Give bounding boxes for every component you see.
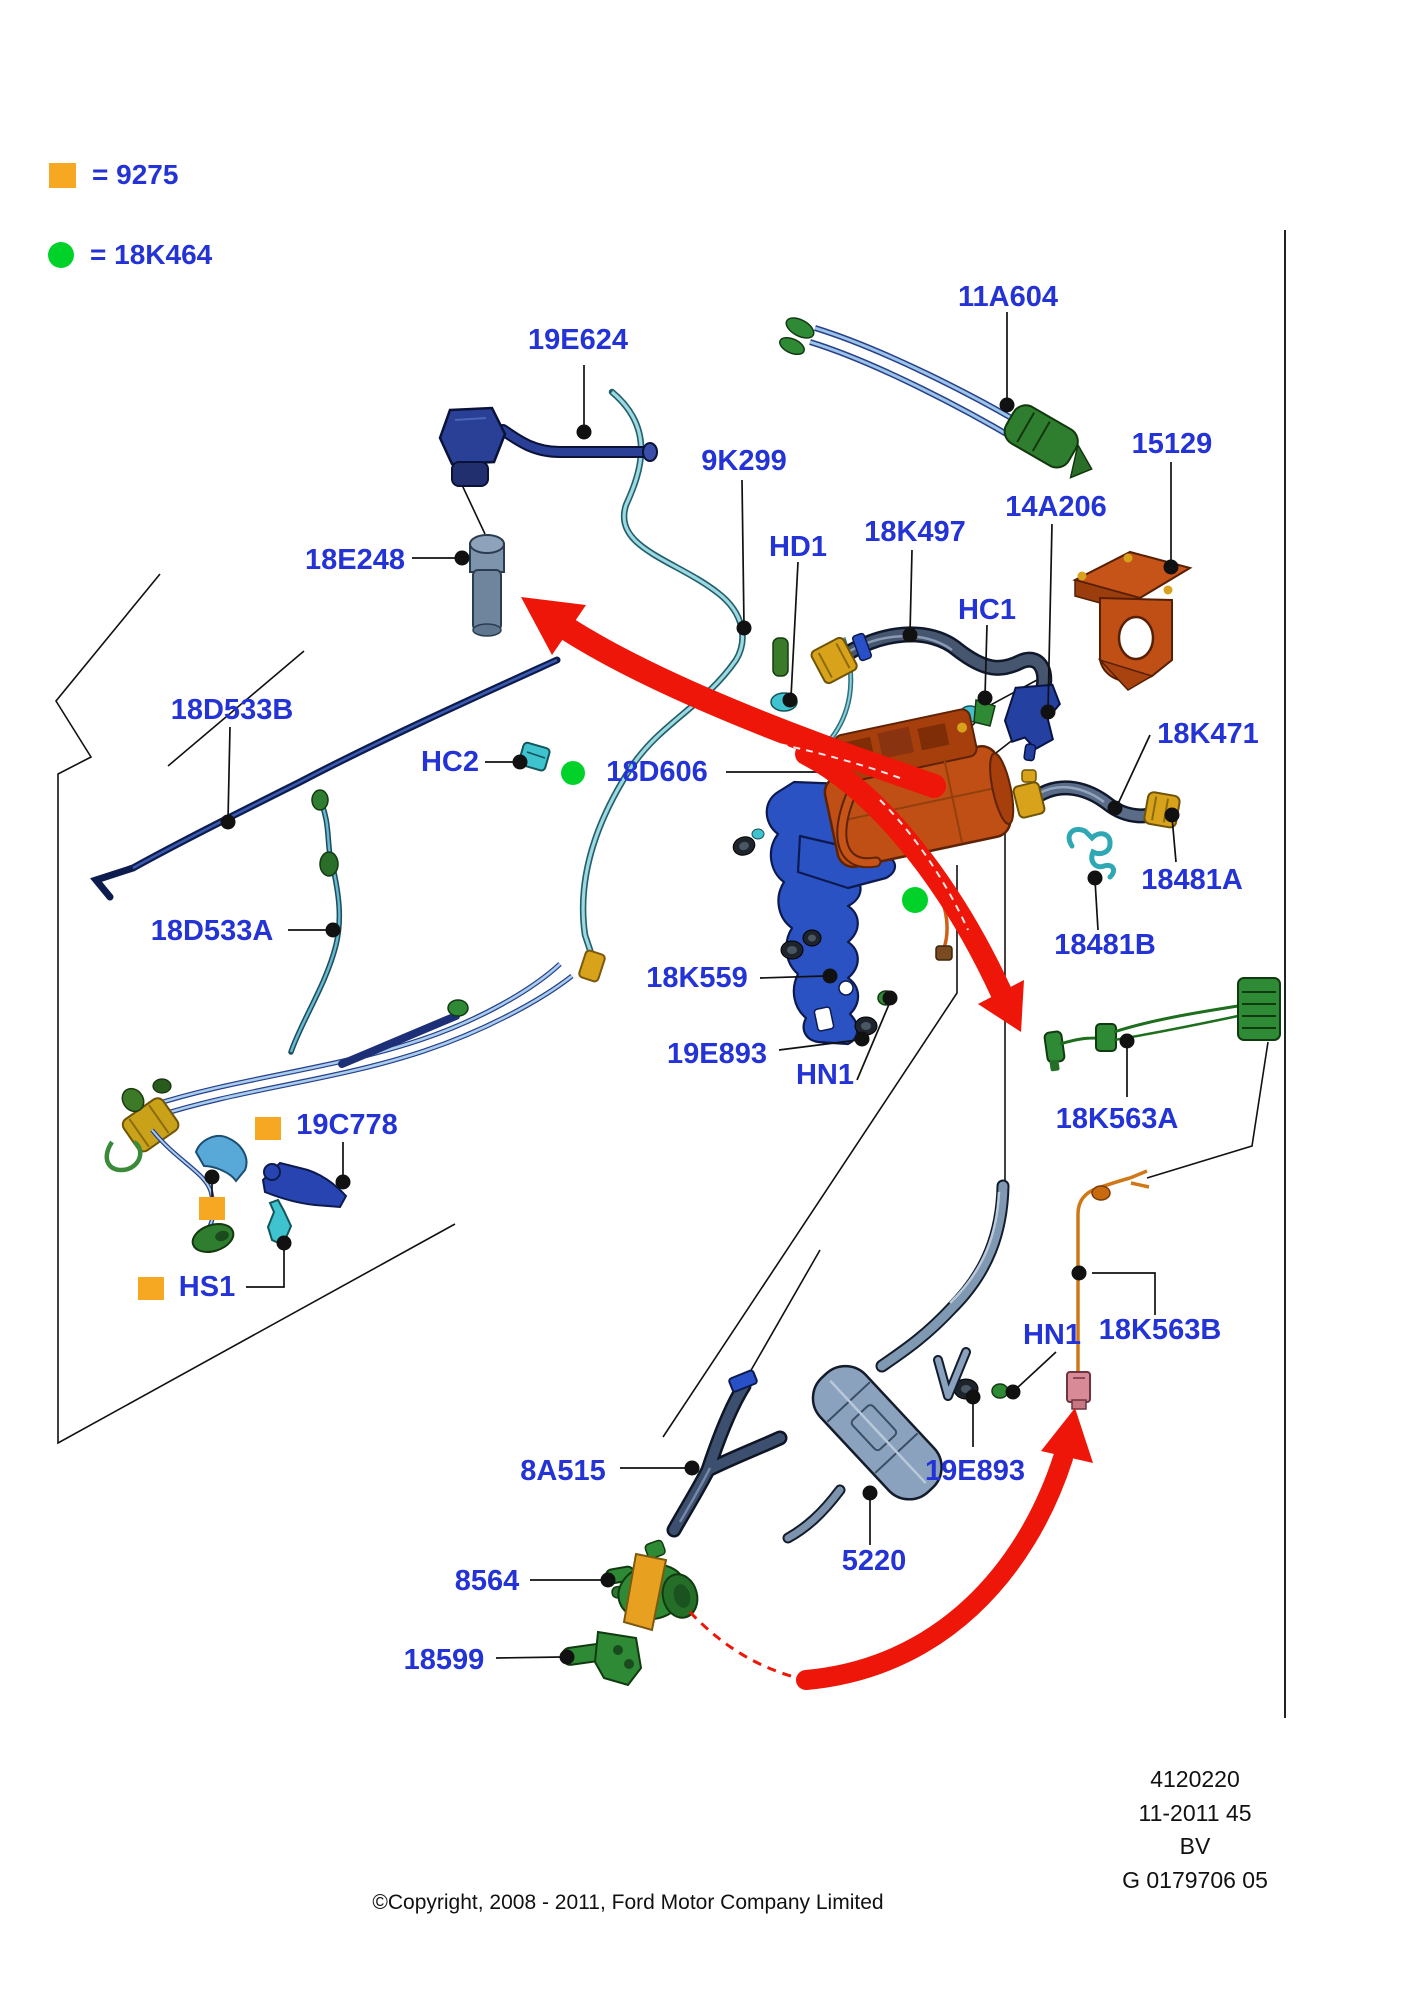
drawing-ref-code: G 0179706 05 [1122,1866,1268,1893]
part-label-HC1: HC1 [957,594,1017,626]
pump-8564 [604,1539,699,1632]
copyright-notice: ©Copyright, 2008 - 2011, Ford Motor Comp… [372,1891,884,1914]
part-label-8A515: 8A515 [520,1455,606,1487]
part-label-18K563B: 18K563B [1098,1314,1222,1346]
part-19c778 [261,1161,348,1209]
part-label-HS1: HS1 [178,1271,236,1303]
bracket-15129 [1072,550,1193,691]
part-label-18D533A: 18D533A [150,915,274,947]
legend-item-18K464: = 18K464 [48,241,212,269]
green-circle-icon [48,242,74,268]
part-label-18D606: 18D606 [606,756,708,788]
part-label-18599: 18599 [403,1644,485,1676]
part-label-14A206: 14A206 [1005,491,1107,523]
pipe-9k299 [578,388,746,983]
pipe-18d533a [288,789,343,1055]
exhaust-5220 [782,1179,1010,1544]
fuel-filter-assembly [104,1078,180,1173]
legend-label-18K464: = 18K464 [90,239,213,270]
clip-18481b [1066,827,1117,880]
grommets [732,828,1009,1400]
part-14a206 [1003,683,1061,762]
orange-marker-hs1 [138,1277,164,1300]
part-label-18K563A: 18K563A [1055,1103,1179,1135]
part-label-19E893_1: 19E893 [667,1038,767,1070]
cable-11a604 [779,317,1093,479]
part-label-11A604: 11A604 [958,281,1058,313]
leader-dots [204,397,1180,1665]
drawing-revision: BV [1179,1833,1211,1859]
part-label-18K497: 18K497 [864,516,966,548]
part-label-18481A: 18481A [1141,864,1243,896]
harness-18k563a [1043,977,1281,1072]
part-label-HC2: HC2 [420,746,480,778]
legend-label-9275: = 9275 [92,159,179,190]
part-18599 [561,1630,643,1687]
part-label-5220: 5220 [841,1545,907,1577]
part-label-15129: 15129 [1131,428,1213,460]
part-label-18K471: 18K471 [1157,718,1259,750]
drawing-number: 4120220 [1150,1766,1240,1792]
banjo-pipe [150,1128,235,1253]
green-marker-dots [561,761,928,913]
sensor-19e624 [438,406,658,487]
part-label-18D533B: 18D533B [170,694,294,726]
drawing-date-code: 11-2011 45 [1138,1799,1252,1826]
orange-square-icon [49,162,76,188]
part-label-HN1_1: HN1 [795,1059,855,1091]
part-label-9K299: 9K299 [701,445,787,477]
hose-8a515 [666,1369,788,1538]
leader-lines [211,312,1177,1659]
wire-18k563b [1066,1169,1150,1410]
part-label-HD1: HD1 [768,531,828,563]
fuel-pipes [149,962,574,1120]
part-label-19E893_2: 19E893 [925,1455,1025,1487]
drawing-number-block: 4120220 11-2011 45 BV G 0179706 05 [1105,1763,1285,1897]
part-label-18E248: 18E248 [305,544,405,576]
part-label-18481B: 18481B [1054,929,1156,961]
orange-marker-mid [199,1197,225,1220]
fitting-hs1 [266,1198,293,1247]
orange-marker-19c778 [255,1117,281,1140]
red-arrows [521,597,1093,1690]
clip-lightblue-19c778 [194,1134,248,1183]
canister-18e248 [469,534,505,637]
legend-item-9275: = 9275 [49,161,178,189]
pipe-18d533b [90,656,561,901]
hose-18k471 [1012,769,1181,829]
part-label-18K559: 18K559 [646,962,748,994]
part-label-HN1_2: HN1 [1022,1319,1082,1351]
part-label-19C778: 19C778 [296,1109,398,1141]
part-label-19E624: 19E624 [528,324,628,356]
part-label-8564: 8564 [454,1565,520,1597]
